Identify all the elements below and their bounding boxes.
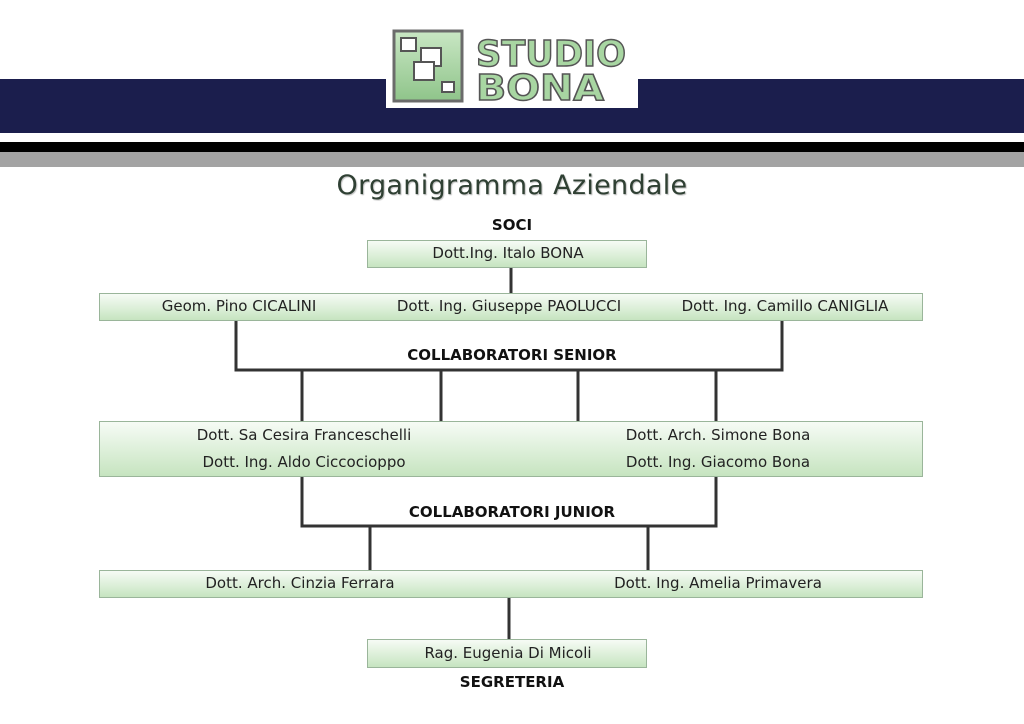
name-soci-lead: Dott.Ing. Italo BONA: [432, 244, 584, 262]
header-black-stripe: [0, 142, 1024, 152]
box-soci-partners: Geom. Pino CICALINI Dott. Ing. Giuseppe …: [99, 293, 923, 321]
box-soci-lead: Dott.Ing. Italo BONA: [367, 240, 647, 268]
name-partner-2: Dott. Ing. Giuseppe PAOLUCCI: [396, 297, 622, 315]
page-title: Organigramma Aziendale: [336, 170, 688, 201]
box-segreteria: Rag. Eugenia Di Micoli: [367, 639, 647, 668]
section-label-senior: COLLABORATORI SENIOR: [407, 346, 617, 364]
header-gray-stripe: [0, 152, 1024, 167]
section-label-junior: COLLABORATORI JUNIOR: [408, 503, 616, 521]
name-senior-2: Dott. Ing. Aldo Ciccocioppo: [202, 453, 406, 471]
logo-line1: STUDIO: [476, 34, 626, 75]
box-senior: Dott. Sa Cesira Franceschelli Dott. Ing.…: [99, 421, 923, 477]
name-partner-3: Dott. Ing. Camillo CANIGLIA: [681, 297, 889, 315]
name-senior-1: Dott. Sa Cesira Franceschelli: [196, 426, 412, 444]
logo-graphic: STUDIO BONA: [392, 29, 627, 108]
studio-bona-logo: STUDIO BONA: [386, 24, 638, 108]
name-partner-1: Geom. Pino CICALINI: [161, 297, 317, 315]
logo-line2: BONA: [476, 68, 604, 108]
box-junior: Dott. Arch. Cinzia Ferrara Dott. Ing. Am…: [99, 570, 923, 598]
section-label-soci: SOCI: [491, 216, 533, 234]
name-junior-1: Dott. Arch. Cinzia Ferrara: [205, 574, 395, 592]
name-senior-4: Dott. Ing. Giacomo Bona: [625, 453, 811, 471]
section-label-segreteria: SEGRETERIA: [459, 673, 565, 691]
name-senior-3: Dott. Arch. Simone Bona: [625, 426, 811, 444]
name-junior-2: Dott. Ing. Amelia Primavera: [614, 574, 822, 592]
name-segreteria: Rag. Eugenia Di Micoli: [424, 644, 592, 662]
